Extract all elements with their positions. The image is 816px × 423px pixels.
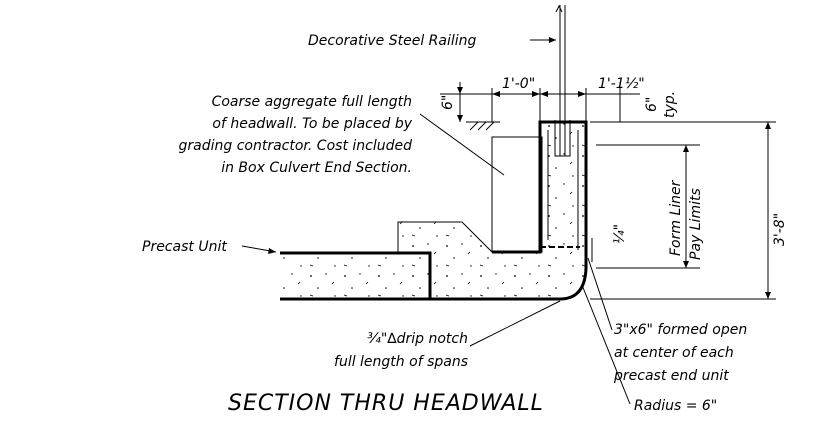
label-drip-notch-2: full length of spans [334, 354, 468, 370]
dim-three-eight: 3'-8" [772, 213, 788, 246]
label-formed-open-2: at center of each [614, 345, 734, 361]
dim-quarter: ¼" [612, 224, 628, 244]
precast-slab-hatch [280, 253, 430, 299]
leader-radius [581, 284, 631, 405]
dim-six-typ-2: typ. [662, 91, 678, 118]
label-drip-notch-1: ¾"∆drip notch [367, 331, 468, 347]
dim-one-foot: 1'-0" [502, 76, 535, 92]
coarse-aggregate-fill [491, 136, 543, 253]
label-railing: Decorative Steel Railing [308, 33, 477, 49]
label-aggregate-1: Coarse aggregate full length [212, 94, 412, 110]
railing-post [554, 120, 571, 157]
label-aggregate-2: of headwall. To be placed by [212, 116, 412, 132]
dim-six-left: 6" [440, 95, 456, 110]
label-aggregate-4: in Box Culvert End Section. [221, 160, 412, 176]
leader-formed-open [587, 257, 613, 331]
label-precast-unit: Precast Unit [142, 239, 227, 255]
label-form-liner-2: Pay Limits [688, 188, 704, 260]
label-aggregate-3: grading contractor. Cost included [179, 138, 413, 154]
label-formed-open-1: 3"x6" formed open [614, 322, 747, 338]
label-radius: Radius = 6" [634, 398, 717, 414]
dim-one-foot-half: 1'-1½" [598, 76, 645, 92]
label-formed-open-3: precast end unit [613, 368, 729, 384]
leader-drip-notch [469, 300, 561, 347]
drawing-title: SECTION THRU HEADWALL [228, 391, 544, 416]
dim-six-typ-1: 6" [644, 97, 660, 112]
leader-aggregate [419, 113, 505, 176]
label-form-liner-1: Form Liner [668, 179, 684, 256]
